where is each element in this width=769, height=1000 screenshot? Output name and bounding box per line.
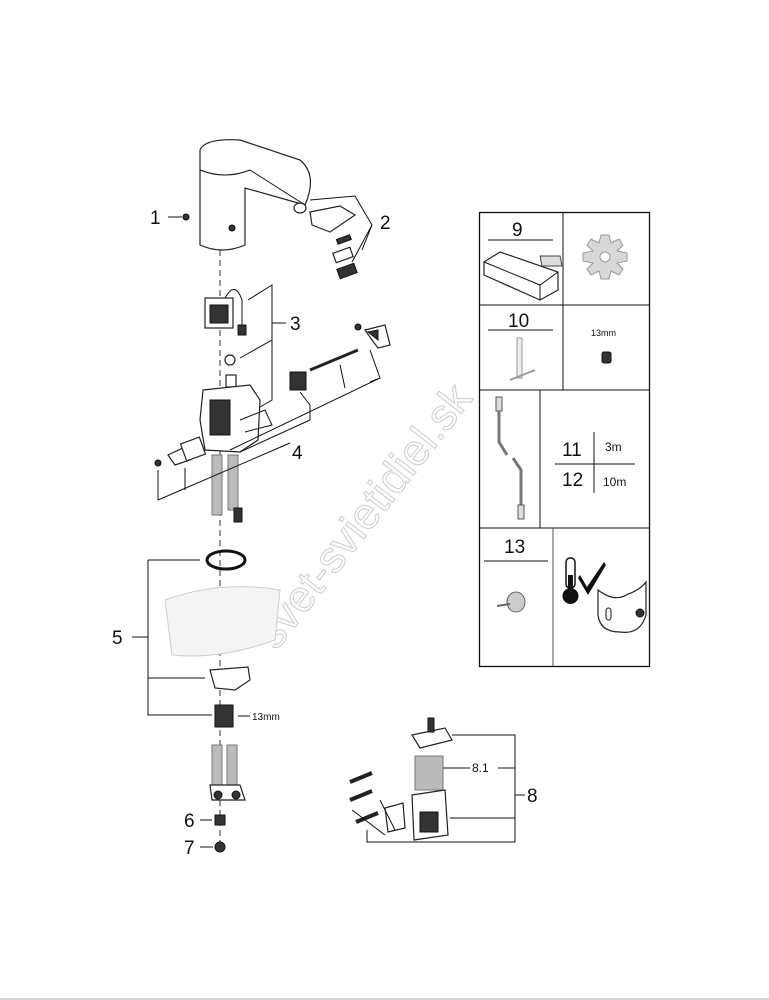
remote-control-icon — [483, 251, 563, 301]
cable-length-3m: 3m — [605, 440, 622, 454]
watermark: svet-svietidiel.sk — [246, 374, 482, 657]
faucet-body — [199, 139, 311, 251]
sensor-module — [204, 289, 247, 366]
settings-gear-icon — [582, 234, 628, 280]
sensor-cover-icon — [597, 580, 647, 633]
supply-hoses — [209, 744, 246, 801]
nut-6 — [214, 814, 226, 826]
thermometer-icon — [562, 557, 579, 604]
checkmark-icon — [578, 562, 606, 595]
panel-label-11: 11 — [562, 440, 582, 461]
aerator-assembly — [293, 202, 358, 280]
part-label-8-1: 8.1 — [472, 761, 489, 775]
mounting-set: 13mm — [164, 549, 281, 728]
part-label-6: 6 — [184, 811, 195, 832]
cable-length-10m: 10m — [603, 475, 626, 489]
part-label-4: 4 — [292, 443, 303, 464]
filter-7 — [214, 841, 226, 853]
part-label-5: 5 — [112, 628, 123, 649]
sensor-cable-icon — [495, 396, 525, 520]
cartridge-and-lever — [289, 323, 391, 391]
part-label-7: 7 — [184, 838, 195, 859]
magnet-icon — [496, 591, 526, 613]
page-bottom-border — [0, 998, 769, 1000]
wrench-size-label: 13mm — [252, 712, 280, 723]
socket-size-label: 13mm — [591, 328, 616, 338]
part-label-2: 2 — [380, 213, 391, 234]
panel-label-13: 13 — [504, 537, 525, 558]
valve-body — [199, 374, 273, 523]
side-fitting — [154, 436, 207, 467]
panel-label-12: 12 — [562, 470, 583, 491]
accessory-panel: 9 10 13mm 11 3m 12 10m — [478, 211, 651, 668]
part-label-8: 8 — [527, 786, 538, 807]
socket-icon — [601, 351, 612, 364]
service-key-icon — [509, 337, 536, 381]
part-label-3: 3 — [290, 314, 301, 335]
panel-label-9: 9 — [512, 220, 523, 241]
panel-label-10: 10 — [508, 311, 529, 332]
part-label-1: 1 — [150, 208, 161, 229]
control-box-set — [349, 717, 453, 841]
